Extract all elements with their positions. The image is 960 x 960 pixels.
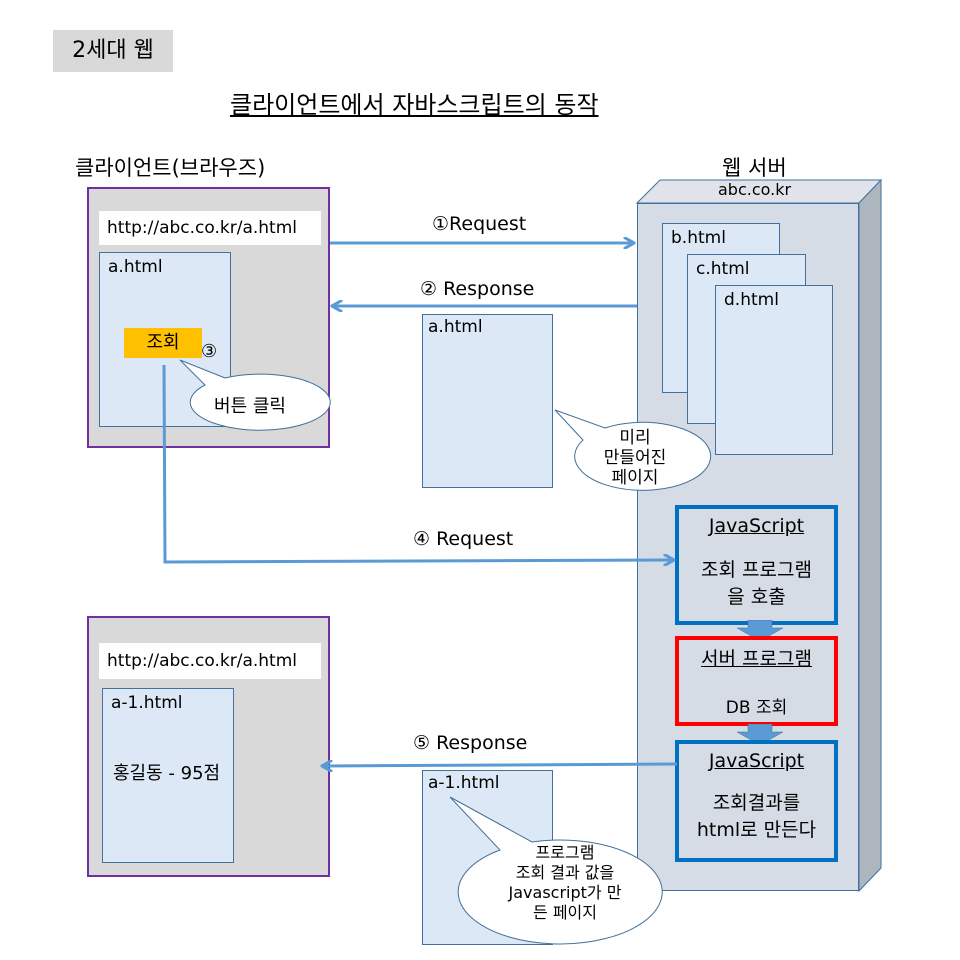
step5-response-arrow (323, 764, 678, 766)
js-render-title: JavaScript (708, 750, 805, 772)
server-page-d: d.html (715, 285, 833, 455)
generation-badge: 2세대 웹 (53, 30, 173, 72)
page-name: a.html (108, 257, 163, 277)
server-label: 웹 서버 (722, 156, 787, 180)
callout-line: 페이지 (611, 468, 659, 488)
callout-line: 조회 결과 값을 (515, 863, 615, 882)
bottom-browser-window: http://abc.co.kr/a.html a-1.html 홍길동 - 9… (87, 616, 330, 877)
callout-line: 만들어진 (603, 448, 667, 468)
js-call-line2: 을 호출 (727, 586, 786, 608)
prebuilt-page-callout-text: 미리 만들어진 페이지 (575, 428, 695, 488)
page-name: c.html (696, 259, 750, 279)
prebuilt-page-callout (554, 409, 712, 491)
bottom-browser-page: a-1.html 홍길동 - 95점 (102, 688, 234, 863)
response-page: a.html (422, 314, 553, 488)
top-browser-url-bar[interactable]: http://abc.co.kr/a.html (99, 211, 321, 245)
step1-label: ①Request (432, 213, 527, 235)
callout-line: 미리 (619, 428, 651, 448)
diagram-title: 클라이언트에서 자바스크립트의 동작 (230, 91, 599, 119)
client-label: 클라이언트(브라우즈) (75, 156, 266, 180)
page-name: a.html (428, 317, 483, 337)
server-host: abc.co.kr (718, 180, 792, 199)
flow-down-arrow-2 (736, 724, 784, 746)
flow-down-arrow-1 (736, 620, 784, 642)
button-click-callout-text: 버튼 클릭 (214, 396, 286, 417)
callout-line: Javascript가 만 (508, 883, 622, 902)
callout-line: 든 페이지 (533, 903, 597, 922)
server-program-title: 서버 프로그램 (701, 648, 812, 670)
page-name: b.html (671, 228, 726, 248)
js-built-page-callout-text: 프로그램 조회 결과 값을 Javascript가 만 든 페이지 (480, 843, 650, 923)
query-button[interactable]: 조회 (124, 328, 202, 358)
js-call-line1: 조회 프로그램 (701, 559, 812, 581)
server-box-side (858, 178, 882, 893)
query-result-text: 홍길동 - 95점 (113, 763, 221, 784)
step2-label: ② Response (420, 278, 535, 300)
js-built-page-callout (449, 796, 663, 945)
step3-marker: ③ (201, 341, 218, 362)
bottom-browser-url-bar[interactable]: http://abc.co.kr/a.html (99, 643, 321, 679)
step5-label: ⑤ Response (413, 732, 528, 754)
page-name: a-1.html (111, 693, 183, 713)
page-name: d.html (724, 290, 779, 310)
js-render-box: JavaScript 조회결과를 html로 만든다 (675, 740, 838, 862)
callout-line: 프로그램 (535, 843, 595, 862)
page-name: a-1.html (428, 773, 500, 793)
step4-label: ④ Request (413, 528, 514, 550)
js-render-line2: html로 만든다 (696, 819, 817, 841)
server-program-box: 서버 프로그램 DB 조회 (675, 636, 838, 726)
js-render-line1: 조회결과를 (712, 792, 801, 814)
step4-request-arrow (162, 364, 673, 562)
button-click-callout (179, 359, 331, 431)
server-program-line1: DB 조회 (725, 698, 788, 718)
js-call-title: JavaScript (708, 515, 805, 537)
